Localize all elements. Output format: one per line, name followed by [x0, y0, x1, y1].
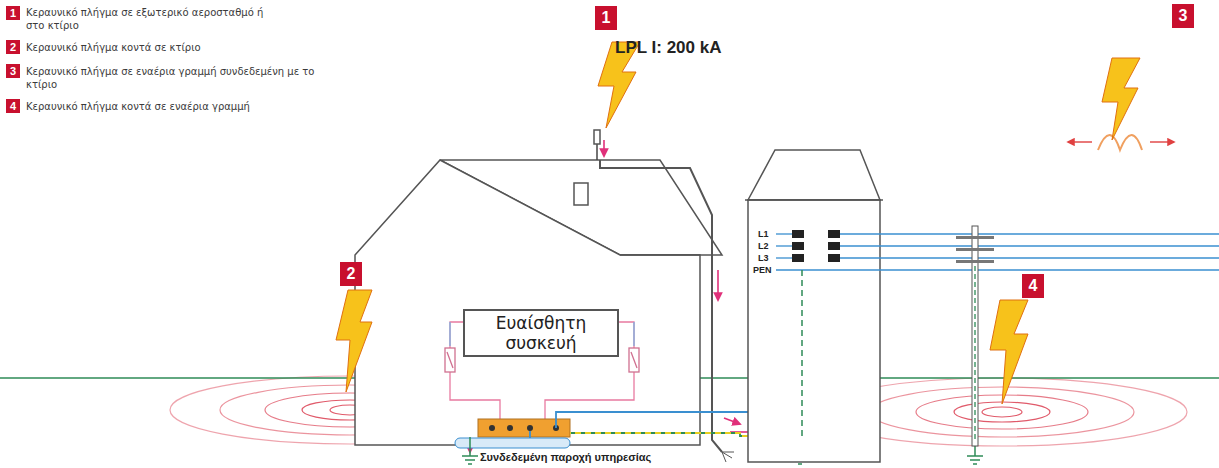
callout-number: 4	[1022, 274, 1044, 298]
earth-symbols	[462, 436, 983, 464]
pen-earth	[801, 270, 803, 440]
utility-pole	[956, 226, 994, 446]
transformer-cabinet	[745, 150, 883, 462]
down-conductor	[600, 160, 734, 462]
current-rating: LPL I: 200 kA	[615, 38, 721, 58]
callout-number: 3	[1172, 4, 1194, 28]
service-pipe	[455, 438, 570, 448]
callout-number: 1	[595, 6, 617, 30]
device-label: Ευαίσθητη συσκευή	[476, 313, 606, 353]
device-box: Ευαίσθητη συσκευή	[463, 309, 619, 357]
callout-number: 2	[6, 40, 20, 54]
conductor-name: L1	[758, 229, 769, 239]
legend-note: Κεραυνικό πλήγμα κοντά σε εναέρια γραμμή	[26, 100, 316, 113]
surge-arrows	[1068, 135, 1174, 150]
lightning-bolts	[336, 42, 1140, 404]
overhead-lines	[776, 234, 1219, 270]
conductor-name: PEN	[753, 265, 772, 275]
current-arrows	[470, 140, 760, 452]
legend-note: Κεραυνικό πλήγμα κοντά σε κτίριο	[26, 41, 286, 54]
callout-number: 2	[340, 262, 362, 286]
conductor-name: L3	[758, 253, 769, 263]
legend-note: Κεραυνικό πλήγμα σε εναέρια γραμμή συνδε…	[26, 65, 316, 91]
legend-note: Κεραυνικό πλήγμα σε εξωτερικό αεροσταθμό…	[26, 6, 266, 32]
house	[355, 130, 722, 445]
callout-number: 1	[6, 6, 20, 20]
callout-number: 4	[6, 99, 20, 113]
conductor-name: L2	[758, 241, 769, 251]
service-label: Συνδεδεμένη παροχή υπηρεσίας	[478, 451, 653, 463]
callout-number: 3	[6, 64, 20, 78]
